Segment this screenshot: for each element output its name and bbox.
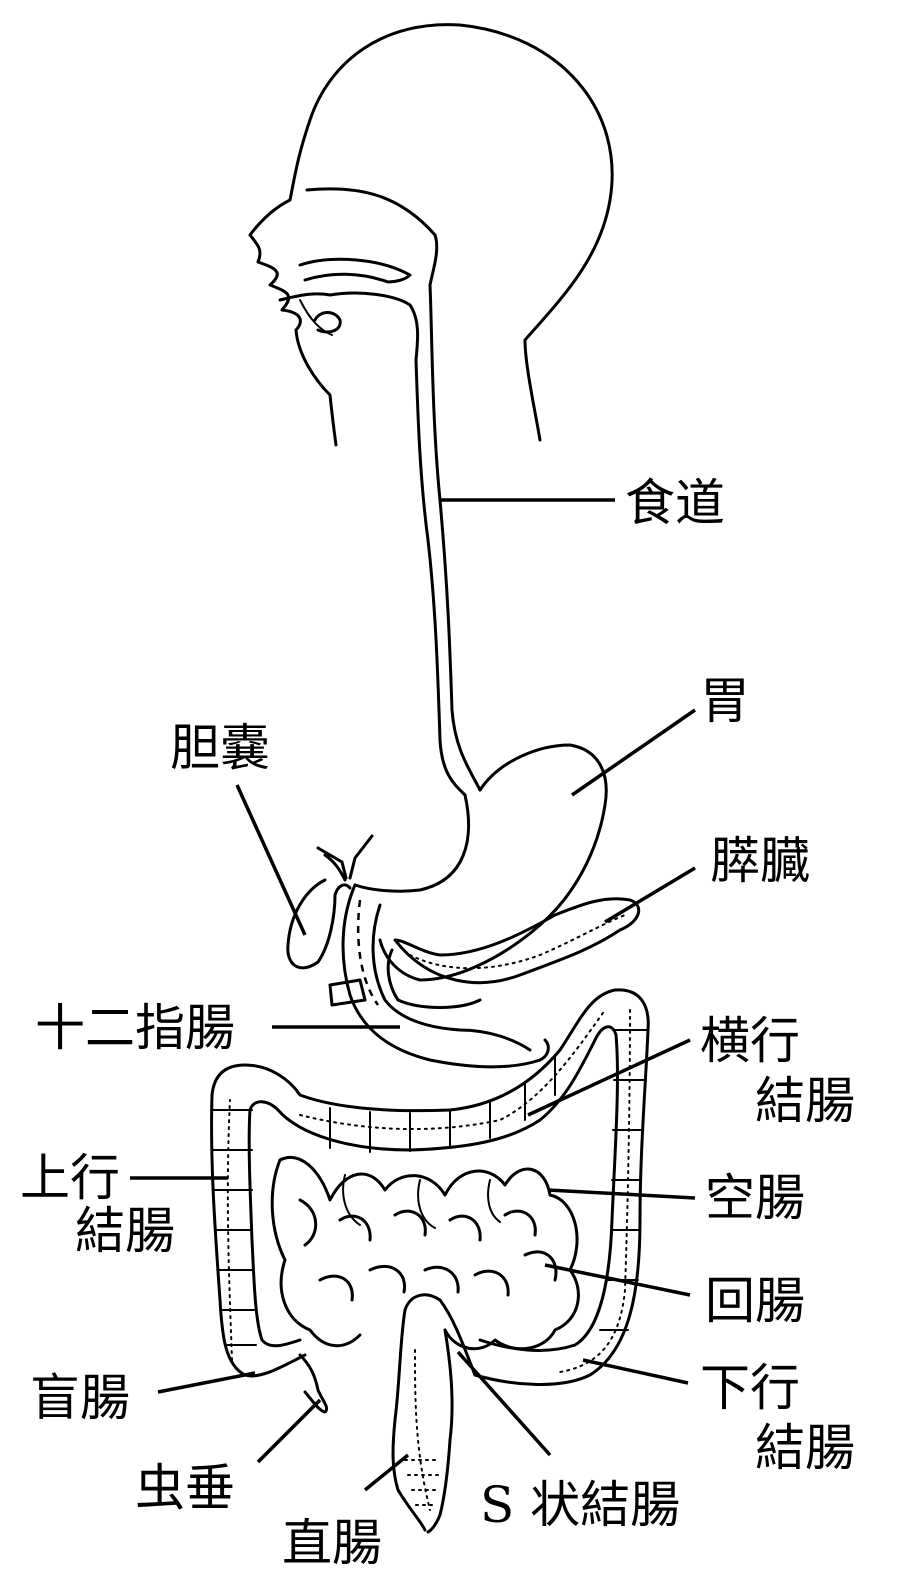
leader-stomach — [571, 708, 696, 797]
label-transverse-colon-1: 横行 — [700, 1012, 800, 1070]
large-intestine-frame — [210, 988, 650, 1386]
leader-pancreas — [604, 866, 696, 924]
stomach-shape — [353, 743, 608, 982]
label-ascending-colon-1: 上行 — [20, 1149, 120, 1207]
leader-rectum — [363, 1453, 410, 1492]
label-stomach: 胃 — [700, 672, 750, 730]
label-transverse-colon-2: 結腸 — [755, 1072, 855, 1130]
leader-descending-colon — [582, 1358, 689, 1385]
gallbladder-shape — [286, 834, 374, 1007]
label-cecum: 盲腸 — [30, 1369, 130, 1427]
label-descending-colon-2: 結腸 — [755, 1419, 855, 1477]
pancreas-shape — [386, 897, 641, 1009]
leader-gallbladder — [235, 784, 307, 936]
label-gallbladder: 胆嚢 — [170, 719, 270, 777]
leader-appendix — [256, 1398, 322, 1464]
esophagus-tube — [414, 283, 482, 797]
label-ascending-colon-2: 結腸 — [75, 1202, 175, 1260]
label-esophagus: 食道 — [625, 474, 725, 532]
head-outline — [248, 23, 614, 447]
duodenum-shape — [341, 883, 550, 1069]
label-rectum: 直腸 — [282, 1514, 382, 1572]
leader-sigmoid-colon — [456, 1350, 552, 1457]
leader-transverse-colon — [527, 1038, 691, 1117]
label-sigmoid-colon: S 状結腸 — [480, 1476, 680, 1534]
sigmoid-rectum — [391, 1293, 477, 1534]
label-pancreas: 膵臓 — [710, 832, 810, 890]
label-appendix: 虫垂 — [135, 1459, 235, 1517]
small-intestine — [270, 1155, 580, 1351]
leader-ileum — [544, 1263, 691, 1297]
leader-jejunum — [547, 1188, 696, 1200]
label-ileum: 回腸 — [705, 1272, 805, 1330]
label-descending-colon-1: 下行 — [700, 1359, 800, 1417]
cecum-appendix — [298, 1353, 329, 1414]
label-jejunum: 空腸 — [705, 1169, 805, 1227]
leader-cecum — [157, 1371, 256, 1394]
label-duodenum: 十二指腸 — [35, 999, 235, 1057]
